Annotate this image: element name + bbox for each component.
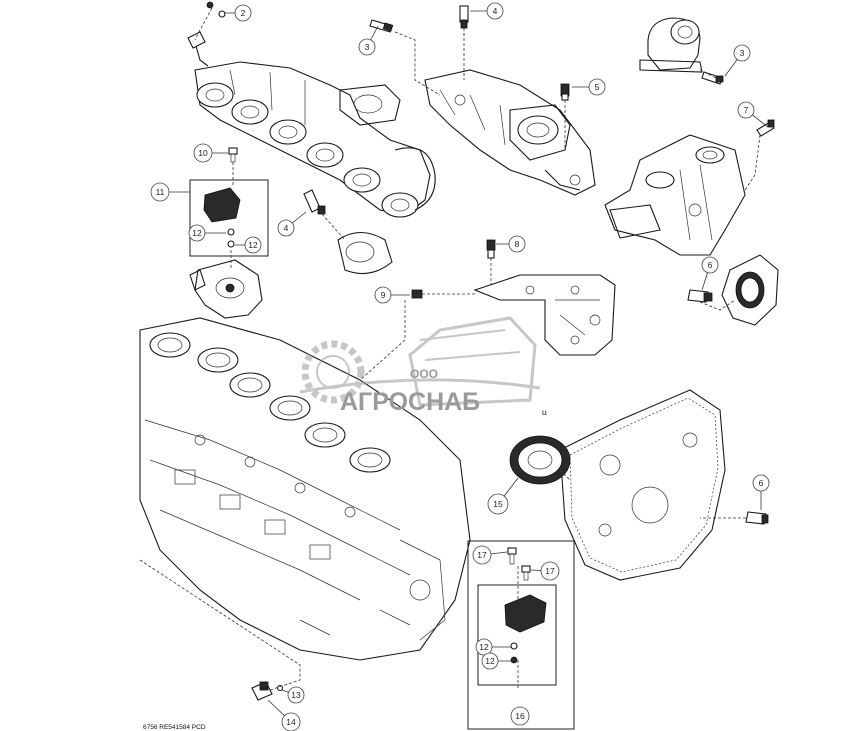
callout-bubble [475,638,493,656]
footer-code: 6756 RE541584 PCD [143,724,206,731]
tone-ring [509,435,571,485]
exhaust-manifold [187,31,436,218]
stray-glyph: u [542,407,547,417]
callout-number: 12 [479,642,489,652]
fuel-pump-body [604,134,746,256]
callout-number: 4 [284,223,289,233]
assembly-leader-lines [139,7,761,691]
callout-bubble [374,286,392,304]
callout-c13: 13 [281,686,305,704]
callout-bubble [188,224,206,242]
coolant-pipe [337,231,393,275]
callout-bubble [508,235,526,253]
callout-c3a: 3 [358,25,379,56]
callout-number: 11 [156,187,165,197]
callout-c9: 9 [374,286,410,304]
callout-bubble [281,712,301,731]
callout-c10: 10 [193,143,228,163]
watermark-prefix: ООО [410,367,438,381]
callout-number: 2 [241,8,246,18]
callout-bubble [752,474,770,492]
callout-bubble [287,686,305,704]
callout-c4b: 4 [277,211,307,237]
callout-bubble [234,4,252,22]
callout-c12d: 12 [481,652,511,670]
callout-number: 7 [744,105,749,115]
callout-number: 12 [248,240,258,250]
callout-number: 4 [493,6,498,16]
callout-bubble [150,182,170,202]
callout-bubble [358,38,376,56]
callout-c17b: 17 [530,561,560,581]
callout-c16: 16 [510,706,530,726]
callout-bubble [510,706,530,726]
callout-number: 16 [515,711,525,721]
timing-gear-housing [559,389,726,581]
mounting-bracket [473,274,616,356]
callout-number: 8 [515,239,520,249]
callout-bubble [737,101,755,119]
callout-bubble [540,561,560,581]
callout-number: 13 [291,690,301,700]
callout-bubble [733,44,751,62]
sensor-plate [721,254,779,326]
callout-number: 10 [198,148,208,158]
callout-number: 12 [192,228,202,238]
callout-c8: 8 [496,235,526,253]
callout-number: 15 [493,499,503,509]
callout-bubble [277,219,295,237]
callout-number: 9 [381,290,386,300]
callout-number: 17 [477,550,487,560]
callout-number: 3 [365,42,370,52]
callout-bubble [193,143,213,163]
callout-number: 14 [286,717,296,727]
callout-layer: 2 3 4 3 5 7 10 11 12 12 4 8 6 9 15 6 17 17 12 12 16 13 14 [150,2,770,731]
sensors-and-fasteners [189,1,775,730]
callout-bubble [486,2,504,20]
callout-c14: 14 [267,699,301,731]
callout-bubble [472,545,492,565]
callout-number: 17 [545,566,555,576]
callout-c3b: 3 [724,44,751,77]
callout-c11: 11 [150,182,190,202]
callout-c6a: 6 [701,256,719,291]
callout-c12a: 12 [188,224,226,242]
callout-c5: 5 [572,78,606,96]
watermark-brand: АГРОСНАБ [340,388,480,416]
watermark-logo [299,316,541,407]
callout-bubble [244,236,262,254]
callout-number: 6 [708,260,713,270]
callout-number: 6 [759,478,764,488]
callout-c17a: 17 [472,545,508,565]
callout-number: 5 [595,82,600,92]
callout-bubble [481,652,499,670]
coolant-elbow [639,17,703,73]
engine-block [139,317,471,661]
callout-c4a: 4 [470,2,504,20]
callout-c15: 15 [487,477,519,515]
callout-c12c: 12 [475,638,511,656]
callout-bubble [588,78,606,96]
callout-c12b: 12 [235,236,262,254]
camshaft-sensor-assembly [189,259,263,319]
callout-bubble [701,256,719,274]
callout-c7: 7 [737,101,769,128]
callout-number: 3 [740,48,745,58]
callout-number: 12 [485,656,495,666]
callout-c6b: 6 [752,474,770,510]
callout-c2: 2 [224,4,252,22]
callout-bubble [487,493,509,515]
thermostat-housing [424,69,596,196]
